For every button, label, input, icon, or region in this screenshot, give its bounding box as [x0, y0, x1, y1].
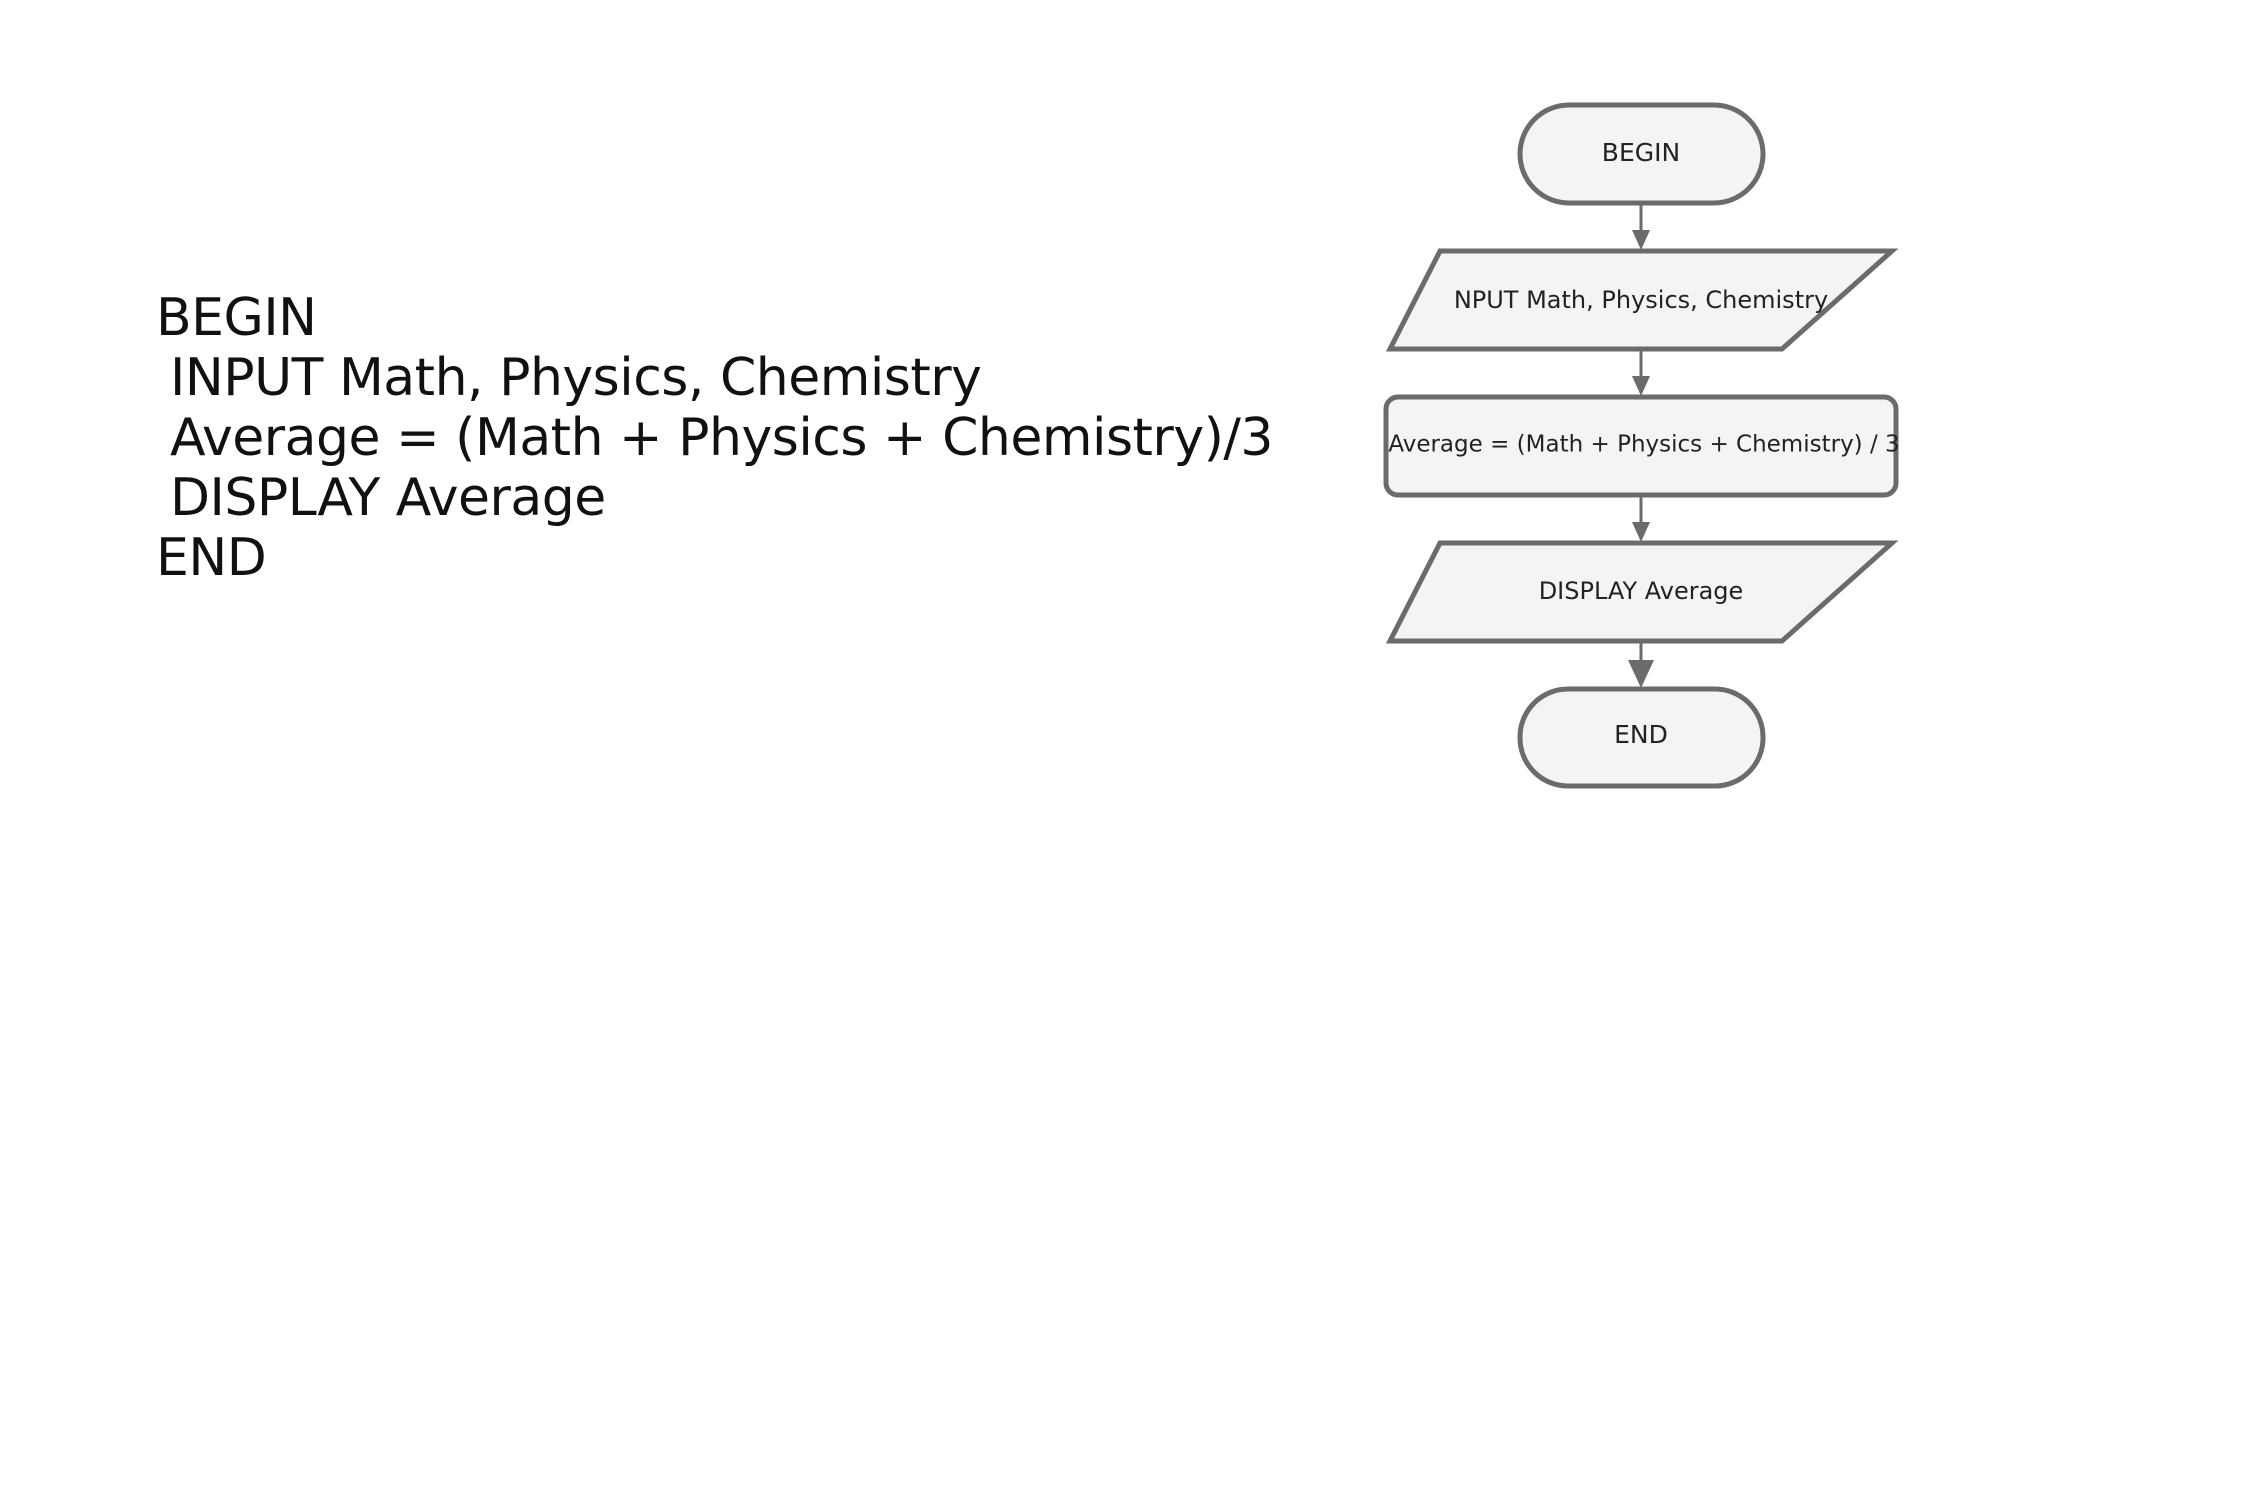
pseudocode-line-begin: BEGIN — [156, 288, 317, 348]
node-label-begin: BEGIN — [1602, 138, 1680, 167]
pseudocode-line-average: Average = (Math + Physics + Chemistry)/3 — [170, 408, 1273, 468]
terminal-shape-begin — [1517, 102, 1766, 206]
arrowhead-display-end — [1628, 660, 1654, 688]
arrowhead-input-process — [1632, 376, 1650, 396]
io-shape-input — [1385, 248, 1899, 352]
node-label-process: Average = (Math + Physics + Chemistry) /… — [1388, 432, 1899, 458]
flowchart-node-display: DISPLAY Average — [1385, 540, 1899, 644]
arrowhead-begin-input — [1632, 230, 1650, 250]
pseudocode-line-input: INPUT Math, Physics, Chemistry — [170, 348, 982, 408]
flowchart-connectors — [1628, 203, 1654, 688]
pseudocode-block: BEGIN INPUT Math, Physics, Chemistry Ave… — [156, 288, 1273, 588]
pseudocode-line-display: DISPLAY Average — [170, 468, 606, 528]
pseudocode-line-end: END — [156, 528, 267, 588]
node-label-end: END — [1614, 720, 1668, 749]
terminal-shape-end — [1517, 686, 1766, 789]
flowchart-node-input: NPUT Math, Physics, Chemistry — [1385, 248, 1899, 352]
io-shape-display — [1385, 540, 1899, 644]
flowchart-node-end: END — [1517, 686, 1766, 789]
arrowhead-process-display — [1632, 522, 1650, 542]
flowchart-node-begin: BEGIN — [1517, 102, 1766, 206]
flowchart-node-process: Average = (Math + Physics + Chemistry) /… — [1383, 394, 1900, 498]
node-label-display: DISPLAY Average — [1539, 577, 1744, 605]
process-shape — [1383, 394, 1899, 498]
node-label-input: NPUT Math, Physics, Chemistry — [1454, 286, 1828, 314]
